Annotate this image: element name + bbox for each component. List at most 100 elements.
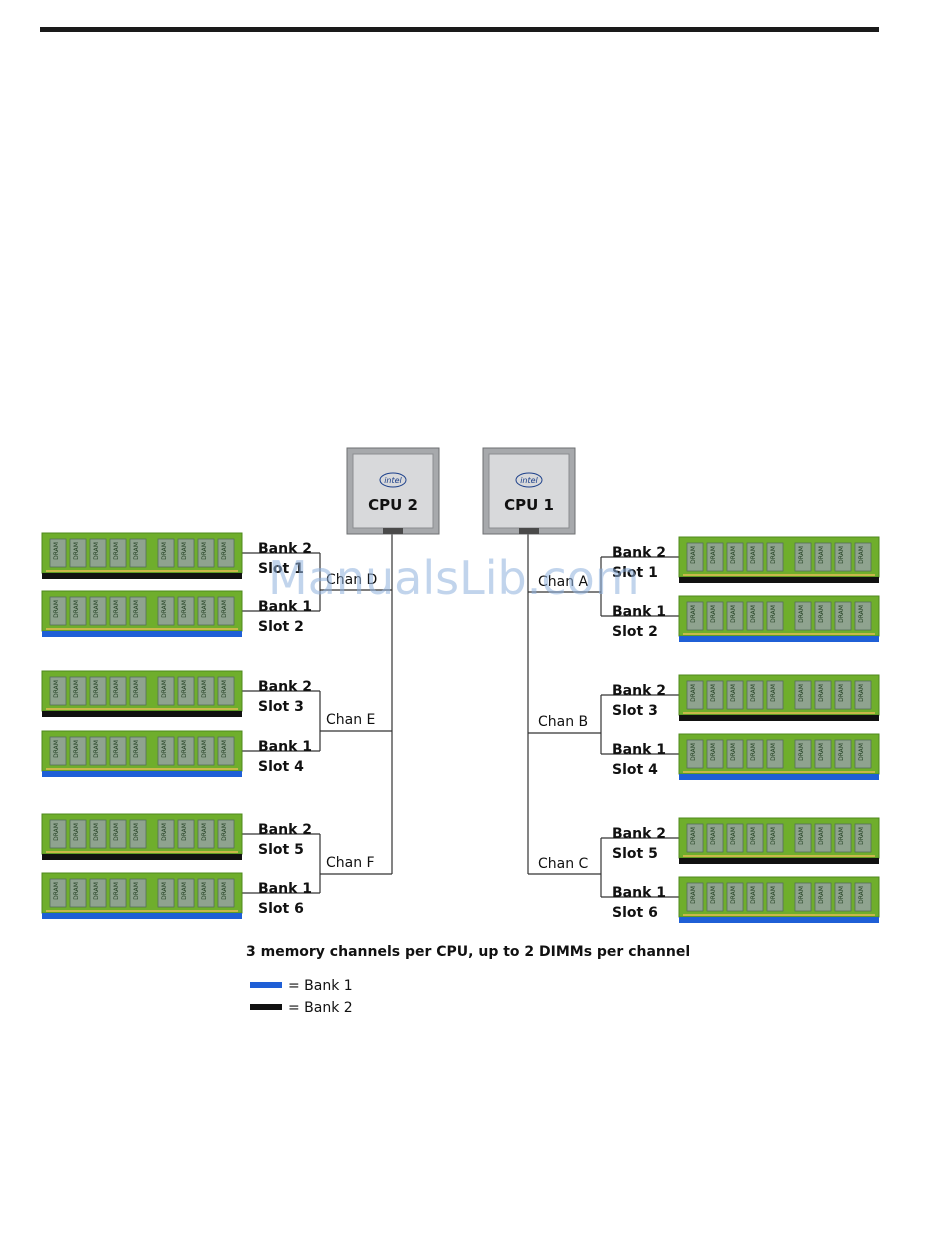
- dram-chip: [69, 538, 87, 568]
- diagram-caption: 3 memory channels per CPU, up to 2 DIMMs…: [246, 944, 690, 960]
- dram-chip: [746, 823, 764, 853]
- dram-chip: [109, 538, 127, 568]
- bank-label: Bank 2: [612, 545, 666, 561]
- dram-chip-label: DRAM: [161, 600, 168, 618]
- watermark: ManualsLib.com: [268, 551, 640, 605]
- dram-chip: [766, 680, 784, 710]
- dram-chip: [746, 739, 764, 769]
- dram-chip-label: DRAM: [798, 827, 805, 845]
- dram-chip-label: DRAM: [798, 546, 805, 564]
- dram-chip: [726, 823, 744, 853]
- dram-chip: [89, 736, 107, 766]
- dram-chip: [157, 736, 175, 766]
- dram-chip-label: DRAM: [750, 886, 757, 904]
- dram-chip: [766, 823, 784, 853]
- bank-stripe-blue: [42, 631, 242, 637]
- dram-chip: [49, 819, 67, 849]
- dram-chip-label: DRAM: [93, 680, 100, 698]
- bank-stripe-black: [42, 711, 242, 717]
- bank-stripe-blue: [679, 917, 879, 923]
- dram-chip-label: DRAM: [750, 827, 757, 845]
- dram-chip: [794, 542, 812, 572]
- dram-chip: [746, 680, 764, 710]
- dram-chip: [157, 878, 175, 908]
- dram-chip: [686, 542, 704, 572]
- dram-chip-label: DRAM: [181, 680, 188, 698]
- dram-chip-label: DRAM: [93, 542, 100, 560]
- dram-chip: [854, 542, 872, 572]
- dram-chip: [129, 538, 147, 568]
- dram-chip-label: DRAM: [858, 827, 865, 845]
- dram-chip: [706, 739, 724, 769]
- dram-chip-label: DRAM: [73, 740, 80, 758]
- dram-chip: [766, 601, 784, 631]
- dram-chip-label: DRAM: [710, 886, 717, 904]
- dram-chip-label: DRAM: [221, 882, 228, 900]
- dram-chip-label: DRAM: [710, 827, 717, 845]
- dram-chip: [129, 676, 147, 706]
- dram-chip: [49, 736, 67, 766]
- dram-chip: [794, 823, 812, 853]
- dram-chip-label: DRAM: [690, 827, 697, 845]
- bank-label: Bank 2: [612, 683, 666, 699]
- dram-chip-label: DRAM: [690, 743, 697, 761]
- dram-chip-label: DRAM: [770, 546, 777, 564]
- dram-chip: [129, 736, 147, 766]
- dram-chip: [834, 680, 852, 710]
- dram-chip: [814, 739, 832, 769]
- dram-chip-label: DRAM: [750, 605, 757, 623]
- slot-label: Slot 5: [612, 846, 658, 862]
- channel-label: Chan C: [538, 856, 589, 872]
- legend-label-bank1: = Bank 1: [288, 978, 353, 994]
- dram-chip-label: DRAM: [161, 542, 168, 560]
- bank-label: Bank 1: [258, 599, 312, 615]
- dram-chip-label: DRAM: [93, 740, 100, 758]
- dram-chip-label: DRAM: [770, 605, 777, 623]
- dram-chip-label: DRAM: [730, 743, 737, 761]
- dram-chip: [217, 596, 235, 626]
- dram-chip: [726, 680, 744, 710]
- dram-chip-label: DRAM: [690, 886, 697, 904]
- dram-chip: [217, 736, 235, 766]
- intel-logo-icon: [379, 472, 407, 488]
- dram-chip: [746, 882, 764, 912]
- cpu-label: CPU 2: [368, 496, 418, 514]
- intel-logo-text: intel: [384, 476, 402, 485]
- dram-chip: [129, 819, 147, 849]
- dram-chip: [197, 596, 215, 626]
- dram-chip: [726, 542, 744, 572]
- dram-chip: [834, 823, 852, 853]
- bank-label: Bank 2: [258, 541, 312, 557]
- dram-chip-label: DRAM: [113, 823, 120, 841]
- dram-chip: [89, 676, 107, 706]
- dram-chip: [686, 680, 704, 710]
- dram-chip-label: DRAM: [93, 823, 100, 841]
- dram-chip: [726, 882, 744, 912]
- dram-chip: [217, 538, 235, 568]
- dram-chip: [854, 680, 872, 710]
- dram-chip: [834, 739, 852, 769]
- dram-chip: [157, 538, 175, 568]
- dram-chip: [197, 676, 215, 706]
- dram-chip: [834, 542, 852, 572]
- dram-chip-label: DRAM: [161, 680, 168, 698]
- dram-chip: [89, 878, 107, 908]
- slot-label: Slot 3: [612, 703, 658, 719]
- channel-label: Chan E: [326, 712, 375, 728]
- dram-chip-label: DRAM: [201, 680, 208, 698]
- dram-chip-label: DRAM: [770, 743, 777, 761]
- dram-chip-label: DRAM: [133, 823, 140, 841]
- dram-chip-label: DRAM: [53, 740, 60, 758]
- dram-chip-label: DRAM: [770, 886, 777, 904]
- dram-chip: [217, 819, 235, 849]
- slot-label: Slot 4: [612, 762, 658, 778]
- dram-chip-label: DRAM: [133, 542, 140, 560]
- dram-chip-label: DRAM: [133, 740, 140, 758]
- dram-chip-label: DRAM: [93, 882, 100, 900]
- dram-chip-label: DRAM: [818, 743, 825, 761]
